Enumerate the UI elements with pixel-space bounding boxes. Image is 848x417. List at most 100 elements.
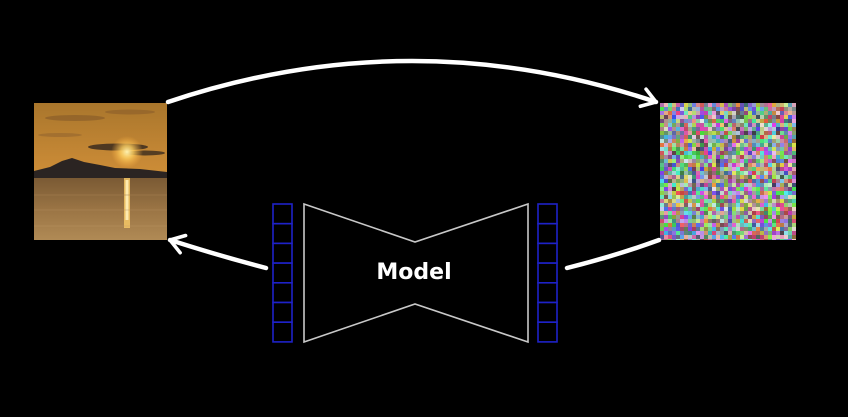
noise-pixel <box>684 195 688 199</box>
noise-pixel <box>724 143 728 147</box>
noise-pixel <box>732 179 736 183</box>
noise-pixel <box>660 119 664 123</box>
noise-pixel <box>672 223 676 227</box>
noise-pixel <box>784 235 788 239</box>
noise-pixel <box>756 179 760 183</box>
noise-pixel <box>680 127 684 131</box>
noise-pixel <box>760 223 764 227</box>
noise-pixel <box>704 211 708 215</box>
noise-pixel <box>792 179 796 183</box>
noise-pixel <box>756 159 760 163</box>
noise-pixel <box>724 187 728 191</box>
noise-pixel <box>712 115 716 119</box>
noise-pixel <box>776 131 780 135</box>
noise-pixel <box>664 147 668 151</box>
noise-pixel <box>772 207 776 211</box>
noise-pixel <box>676 183 680 187</box>
noise-pixel <box>672 175 676 179</box>
noise-pixel <box>776 167 780 171</box>
noise-pixel <box>708 167 712 171</box>
noise-pixel <box>660 191 664 195</box>
noise-pixel <box>724 203 728 207</box>
noise-pixel <box>752 155 756 159</box>
noise-pixel <box>672 143 676 147</box>
noise-pixel <box>756 151 760 155</box>
noise-pixel <box>788 195 792 199</box>
noise-pixel <box>712 227 716 231</box>
noise-pixel <box>792 163 796 167</box>
noise-pixel <box>708 199 712 203</box>
noise-pixel <box>720 219 724 223</box>
noise-pixel <box>772 179 776 183</box>
noise-pixel <box>692 159 696 163</box>
noise-pixel <box>740 195 744 199</box>
noise-pixel <box>716 115 720 119</box>
noise-pixel <box>740 107 744 111</box>
noise-pixel <box>756 239 760 240</box>
noise-pixel <box>672 151 676 155</box>
noise-pixel <box>788 223 792 227</box>
noise-pixel <box>768 111 772 115</box>
noise-pixel <box>664 175 668 179</box>
noise-pixel <box>696 155 700 159</box>
noise-pixel <box>748 223 752 227</box>
noise-pixel <box>696 107 700 111</box>
noise-pixel <box>772 183 776 187</box>
noise-pixel <box>732 199 736 203</box>
noise-pixel <box>776 187 780 191</box>
noise-pixel <box>748 107 752 111</box>
noise-pixel <box>712 111 716 115</box>
noise-pixel <box>716 223 720 227</box>
noise-pixel <box>752 171 756 175</box>
noise-pixel <box>660 159 664 163</box>
noise-pixel <box>784 135 788 139</box>
noise-pixel <box>720 195 724 199</box>
noise-pixel <box>780 175 784 179</box>
noise-pixel <box>696 123 700 127</box>
noise-pixel <box>692 187 696 191</box>
noise-pixel <box>716 231 720 235</box>
noise-pixel <box>772 135 776 139</box>
noise-pixel <box>748 167 752 171</box>
noise-pixel <box>704 159 708 163</box>
noise-pixel <box>672 171 676 175</box>
noise-pixel <box>760 147 764 151</box>
noise-pixel <box>728 235 732 239</box>
noise-pixel <box>672 203 676 207</box>
noise-pixel <box>716 131 720 135</box>
noise-pixel <box>744 167 748 171</box>
noise-pixel <box>676 143 680 147</box>
noise-pixel <box>684 223 688 227</box>
noise-pixel <box>728 191 732 195</box>
noise-pixel <box>772 147 776 151</box>
noise-pixel <box>748 155 752 159</box>
noise-pixel <box>780 211 784 215</box>
noise-pixel <box>720 191 724 195</box>
noise-pixel <box>728 115 732 119</box>
noise-pixel <box>784 119 788 123</box>
noise-pixel <box>696 111 700 115</box>
noise-pixel <box>780 183 784 187</box>
noise-pixel <box>692 195 696 199</box>
noise-pixel <box>676 159 680 163</box>
noise-pixel <box>768 147 772 151</box>
noise-pixel <box>776 135 780 139</box>
noise-pixel <box>792 115 796 119</box>
noise-pixel <box>716 195 720 199</box>
noise-pixel <box>724 107 728 111</box>
noise-pixel <box>776 203 780 207</box>
noise-pixel <box>660 147 664 151</box>
noise-pixel <box>740 231 744 235</box>
noise-pixel <box>724 111 728 115</box>
noise-pixel <box>696 211 700 215</box>
noise-pixel <box>792 187 796 191</box>
noise-pixel <box>764 115 768 119</box>
noise-pixel <box>712 139 716 143</box>
noise-pixel <box>704 135 708 139</box>
noise-pixel <box>712 203 716 207</box>
noise-pixel <box>760 135 764 139</box>
noise-pixel <box>760 107 764 111</box>
noise-pixel <box>688 119 692 123</box>
noise-pixel <box>680 219 684 223</box>
noise-pixel <box>692 167 696 171</box>
